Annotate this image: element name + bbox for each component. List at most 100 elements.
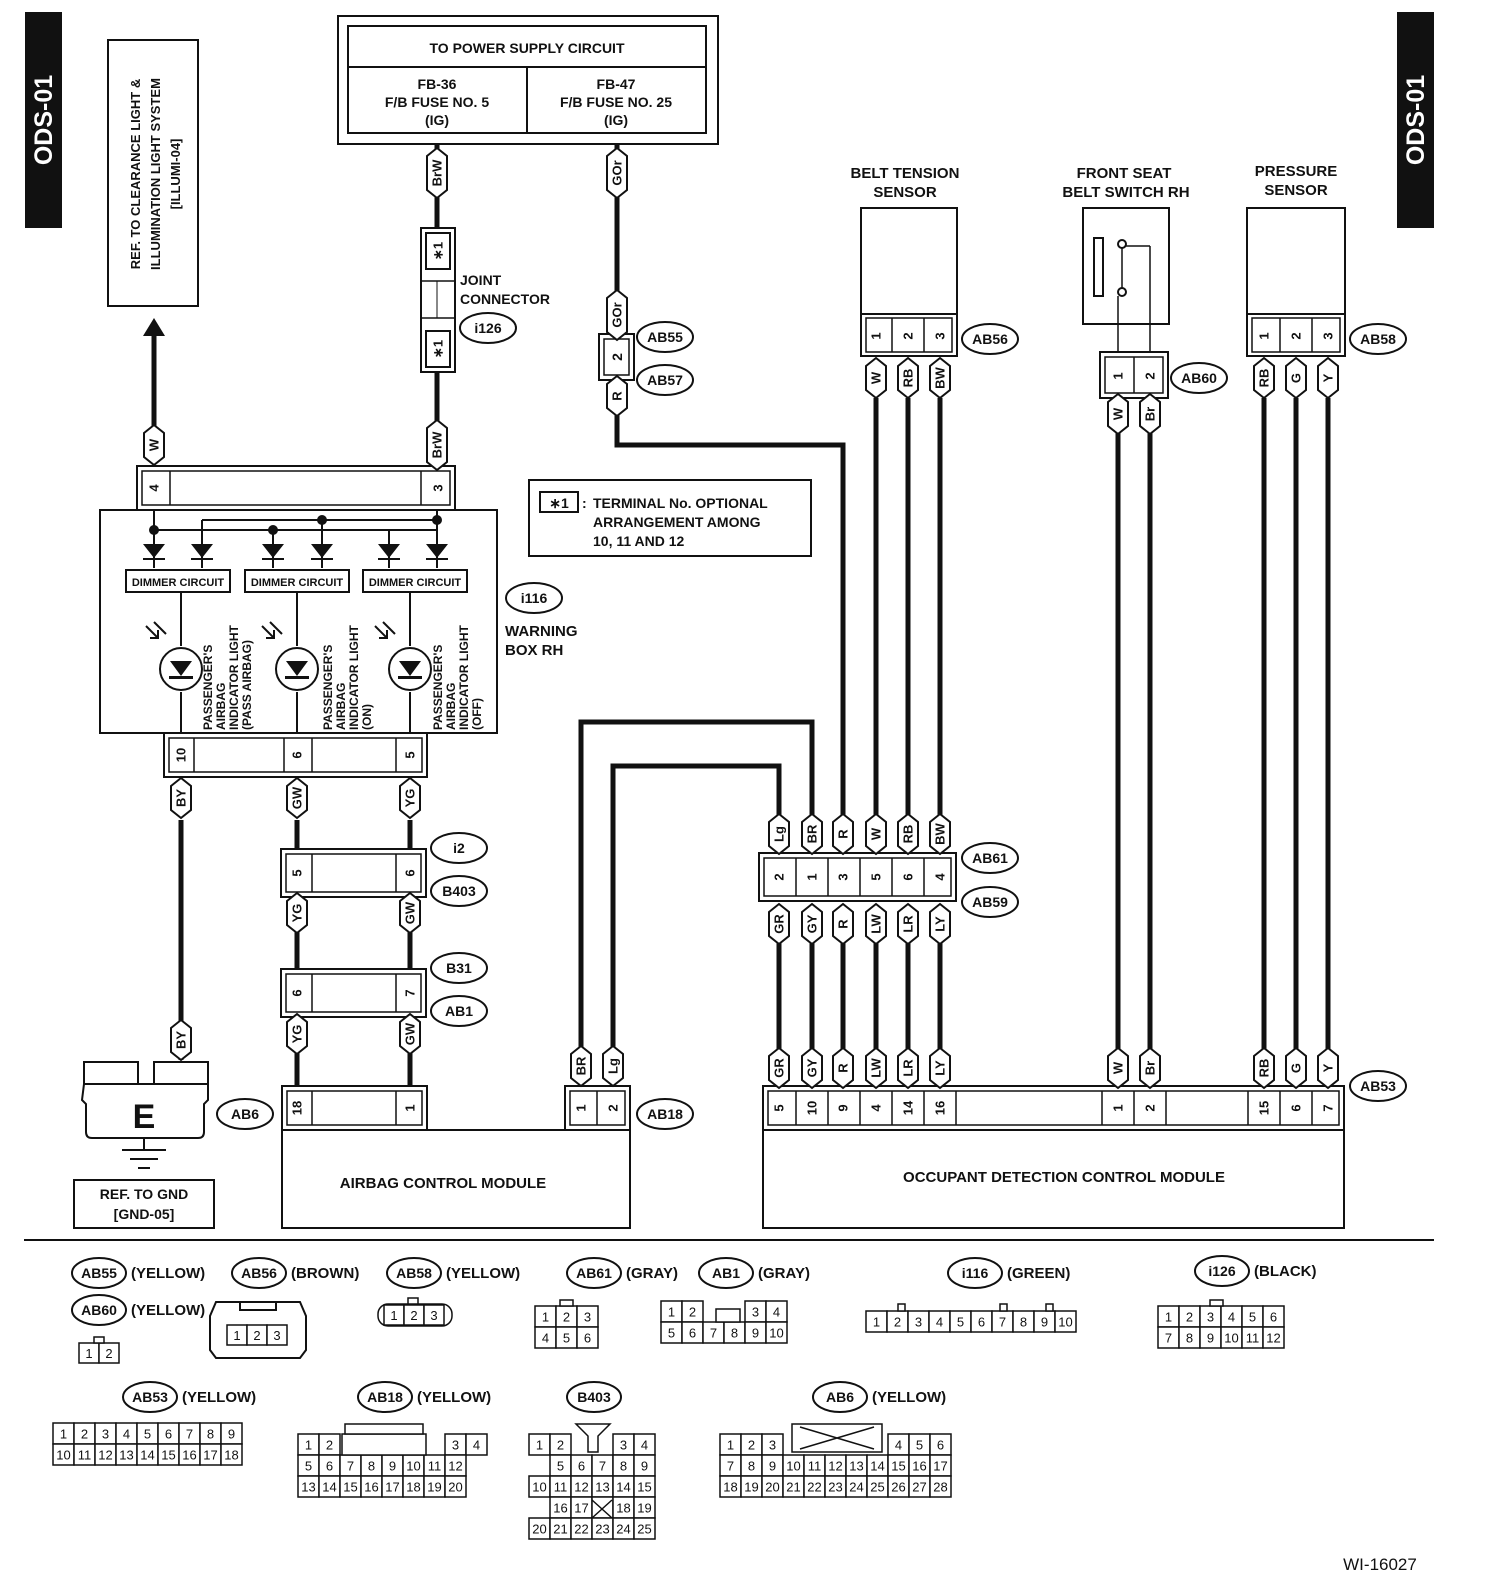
svg-text:2: 2 xyxy=(772,873,787,880)
svg-text:(IG): (IG) xyxy=(604,112,628,128)
svg-text:18: 18 xyxy=(406,1480,420,1495)
svg-text:LW: LW xyxy=(869,914,884,934)
svg-text:6: 6 xyxy=(689,1326,696,1341)
wire-color-label: Y xyxy=(1317,356,1339,400)
svg-text:9: 9 xyxy=(836,1104,851,1111)
svg-text:10: 10 xyxy=(769,1326,783,1341)
svg-text:TO POWER SUPPLY CIRCUIT: TO POWER SUPPLY CIRCUIT xyxy=(430,40,625,56)
svg-text:10: 10 xyxy=(532,1480,546,1495)
svg-text:1: 1 xyxy=(542,1310,549,1325)
svg-text:8: 8 xyxy=(731,1326,738,1341)
svg-text:7: 7 xyxy=(186,1427,193,1442)
svg-text:AB61: AB61 xyxy=(972,850,1008,866)
svg-text:7: 7 xyxy=(599,1459,606,1474)
svg-text:1: 1 xyxy=(574,1104,589,1111)
svg-text:9: 9 xyxy=(1041,1315,1048,1330)
svg-text:(YELLOW): (YELLOW) xyxy=(446,1265,520,1282)
svg-text:18: 18 xyxy=(290,1101,305,1115)
svg-text:22: 22 xyxy=(807,1480,821,1495)
legend-entry: B403 xyxy=(566,1381,622,1413)
wire-color-label: Lg xyxy=(768,812,790,856)
svg-text:9: 9 xyxy=(641,1459,648,1474)
svg-text:LY: LY xyxy=(933,1060,948,1076)
svg-text:4: 4 xyxy=(895,1438,902,1453)
led-icon xyxy=(374,621,432,691)
legend-entry: AB55(YELLOW) xyxy=(71,1257,205,1289)
svg-text:14: 14 xyxy=(322,1480,336,1495)
connector-ab61-ab59: 2 1 3 5 6 4 xyxy=(758,852,957,902)
svg-text:AB56: AB56 xyxy=(241,1265,277,1281)
svg-text:Lg: Lg xyxy=(606,1058,621,1074)
wire-color-label: BR xyxy=(570,1044,592,1088)
connector-id-badge: AB55 xyxy=(636,321,694,353)
svg-text:Y: Y xyxy=(1321,373,1336,382)
svg-text:Br: Br xyxy=(1143,407,1158,421)
svg-text:9: 9 xyxy=(769,1459,776,1474)
svg-text:[ILLUMI-04]: [ILLUMI-04] xyxy=(168,139,183,210)
svg-text:16: 16 xyxy=(364,1480,378,1495)
svg-text:10, 11 AND 12: 10, 11 AND 12 xyxy=(593,533,685,549)
svg-text:5: 5 xyxy=(668,1326,675,1341)
ground-connector-ab6: E xyxy=(80,1061,209,1169)
svg-text:12: 12 xyxy=(1266,1331,1280,1346)
svg-text:7: 7 xyxy=(403,989,418,996)
svg-text:24: 24 xyxy=(849,1480,863,1495)
svg-text:2: 2 xyxy=(253,1328,260,1343)
svg-text:WARNING: WARNING xyxy=(505,623,578,640)
belt-tension-sensor: BELT TENSION SENSOR 1 2 3 xyxy=(851,165,959,357)
wire-color-label: Lg xyxy=(602,1044,624,1088)
svg-text:3: 3 xyxy=(620,1438,627,1453)
svg-text:AB60: AB60 xyxy=(81,1302,117,1318)
svg-text:7: 7 xyxy=(1165,1331,1172,1346)
svg-text:1: 1 xyxy=(390,1308,397,1323)
svg-text:20: 20 xyxy=(532,1522,546,1537)
wire-color-label: W xyxy=(1107,392,1129,436)
svg-text:AIRBAG CONTROL MODULE: AIRBAG CONTROL MODULE xyxy=(340,1175,546,1192)
svg-text:9: 9 xyxy=(389,1459,396,1474)
svg-text:3: 3 xyxy=(102,1427,109,1442)
legend-entry: i116(GREEN) xyxy=(947,1257,1070,1289)
svg-text:SENSOR: SENSOR xyxy=(873,184,937,201)
svg-text:14: 14 xyxy=(140,1448,154,1463)
svg-text:GR: GR xyxy=(772,914,787,934)
connector-id-badge: AB6 xyxy=(216,1098,274,1130)
svg-text:BELT SWITCH RH: BELT SWITCH RH xyxy=(1062,184,1189,201)
legend-entry: i126(BLACK) xyxy=(1194,1255,1316,1287)
svg-text:16: 16 xyxy=(912,1459,926,1474)
svg-text:13: 13 xyxy=(119,1448,133,1463)
svg-text:8: 8 xyxy=(748,1459,755,1474)
svg-text:11: 11 xyxy=(1246,1331,1260,1346)
svg-text:AB56: AB56 xyxy=(972,331,1008,347)
svg-text:GW: GW xyxy=(290,786,305,809)
svg-text:10: 10 xyxy=(786,1459,800,1474)
svg-text:BrW: BrW xyxy=(430,431,445,458)
svg-text:1: 1 xyxy=(60,1427,67,1442)
svg-text:4: 4 xyxy=(473,1438,480,1453)
wire-color-label: GR xyxy=(768,1046,790,1090)
svg-text:20: 20 xyxy=(448,1480,462,1495)
svg-text:2: 2 xyxy=(1186,1310,1193,1325)
svg-text:11: 11 xyxy=(78,1448,92,1463)
svg-text:AB18: AB18 xyxy=(367,1389,403,1405)
svg-text:AB53: AB53 xyxy=(132,1389,168,1405)
svg-text:BY: BY xyxy=(174,789,189,807)
ref-gnd-box: REF. TO GND [GND-05] xyxy=(73,1179,215,1229)
svg-text:AB60: AB60 xyxy=(1181,370,1217,386)
svg-text:2: 2 xyxy=(563,1310,570,1325)
svg-text:(ON): (ON) xyxy=(360,704,374,730)
svg-text:GOr: GOr xyxy=(610,160,625,185)
svg-text:3: 3 xyxy=(933,332,948,339)
led-icon xyxy=(261,621,319,691)
svg-text:1: 1 xyxy=(805,873,820,880)
page-tag-left: ODS-01 xyxy=(25,12,62,228)
connector-id-badge: AB18 xyxy=(636,1098,694,1130)
connector-id-badge: B31 xyxy=(430,952,488,984)
svg-text:18: 18 xyxy=(224,1448,238,1463)
svg-text:2: 2 xyxy=(1143,372,1158,379)
svg-text:27: 27 xyxy=(912,1480,926,1495)
svg-text:GOr: GOr xyxy=(610,302,625,327)
svg-text:4: 4 xyxy=(936,1315,943,1330)
svg-text:RB: RB xyxy=(1257,369,1272,388)
svg-text:18: 18 xyxy=(723,1480,737,1495)
